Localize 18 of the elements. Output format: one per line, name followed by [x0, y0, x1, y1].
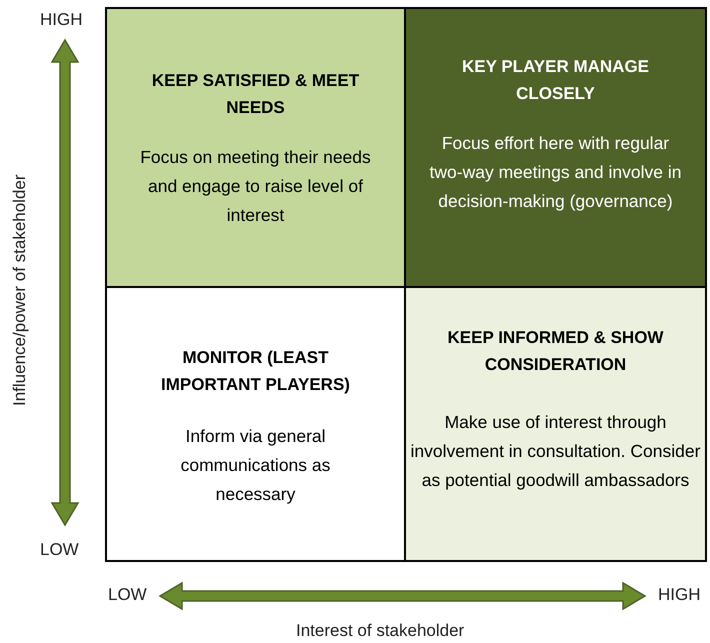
axis-title: Interest of stakeholder	[296, 621, 464, 641]
axis-title: Influence/power of stakeholder	[10, 174, 30, 406]
quadrant-description: Inform via general communications as necessary	[180, 425, 332, 506]
quadrant-heading: KEEP SATISFIED & MEET NEEDS	[150, 70, 360, 119]
quadrant-description: Make use of interest through involvement in consultation. Consider as potential goodwill ambassadors	[410, 411, 700, 492]
axis-end-label: HIGH	[40, 10, 82, 30]
quadrant-box	[105, 286, 406, 562]
quadrant-description: Focus effort here with regular two-way meetings and involve in decision-making (governance)	[428, 132, 682, 213]
quadrant-box	[105, 7, 406, 288]
quadrant-heading: KEY PLAYER MANAGE CLOSELY	[460, 56, 650, 105]
axis-end-label: HIGH	[658, 585, 700, 605]
quadrant-heading: MONITOR (LEAST IMPORTANT PLAYERS)	[160, 347, 351, 396]
quadrant-box	[404, 286, 707, 562]
quadrant-description: Focus on meeting their needs and engage to raise level of interest	[139, 146, 372, 227]
quadrant-heading: KEEP INFORMED & SHOW CONSIDERATION	[446, 327, 664, 376]
axis-end-label: LOW	[40, 540, 79, 560]
quadrant-box	[404, 7, 707, 288]
axis-end-label: LOW	[108, 585, 147, 605]
